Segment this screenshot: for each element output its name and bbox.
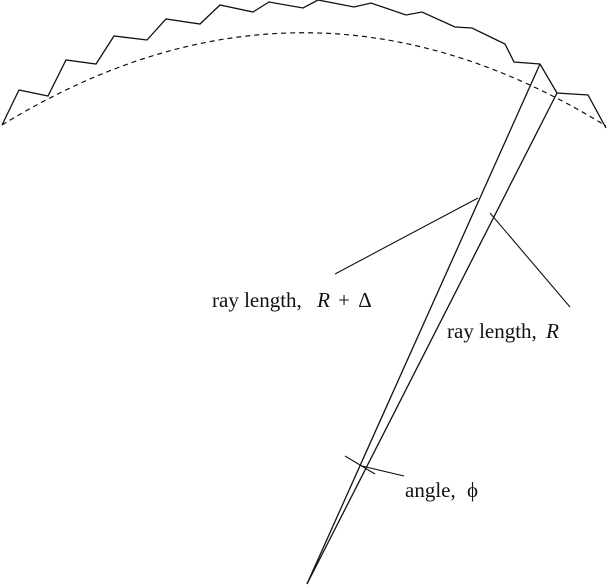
label-ray-long: ray length, R + Δ bbox=[212, 288, 372, 312]
label-ray-long-r: R bbox=[316, 288, 330, 312]
label-angle-phi: ϕ bbox=[467, 478, 478, 502]
long-ray bbox=[306, 63, 541, 585]
leader-short-ray bbox=[489, 212, 571, 308]
label-angle: angle, ϕ bbox=[405, 478, 478, 502]
label-ray-short-text: ray length, bbox=[447, 319, 537, 343]
leader-angle bbox=[361, 465, 405, 477]
label-ray-long-plus: + bbox=[338, 288, 350, 312]
label-ray-long-delta: Δ bbox=[358, 288, 372, 312]
angle-tick bbox=[344, 455, 376, 475]
zigzag-surface bbox=[1, 0, 607, 129]
dashed-arc bbox=[1, 32, 607, 127]
label-angle-text: angle, bbox=[405, 478, 456, 502]
label-ray-short: ray length, R bbox=[447, 319, 559, 343]
leader-long-ray bbox=[334, 197, 479, 275]
label-ray-short-r: R bbox=[545, 319, 559, 343]
short-ray bbox=[306, 92, 558, 585]
label-ray-long-text: ray length, bbox=[212, 288, 302, 312]
